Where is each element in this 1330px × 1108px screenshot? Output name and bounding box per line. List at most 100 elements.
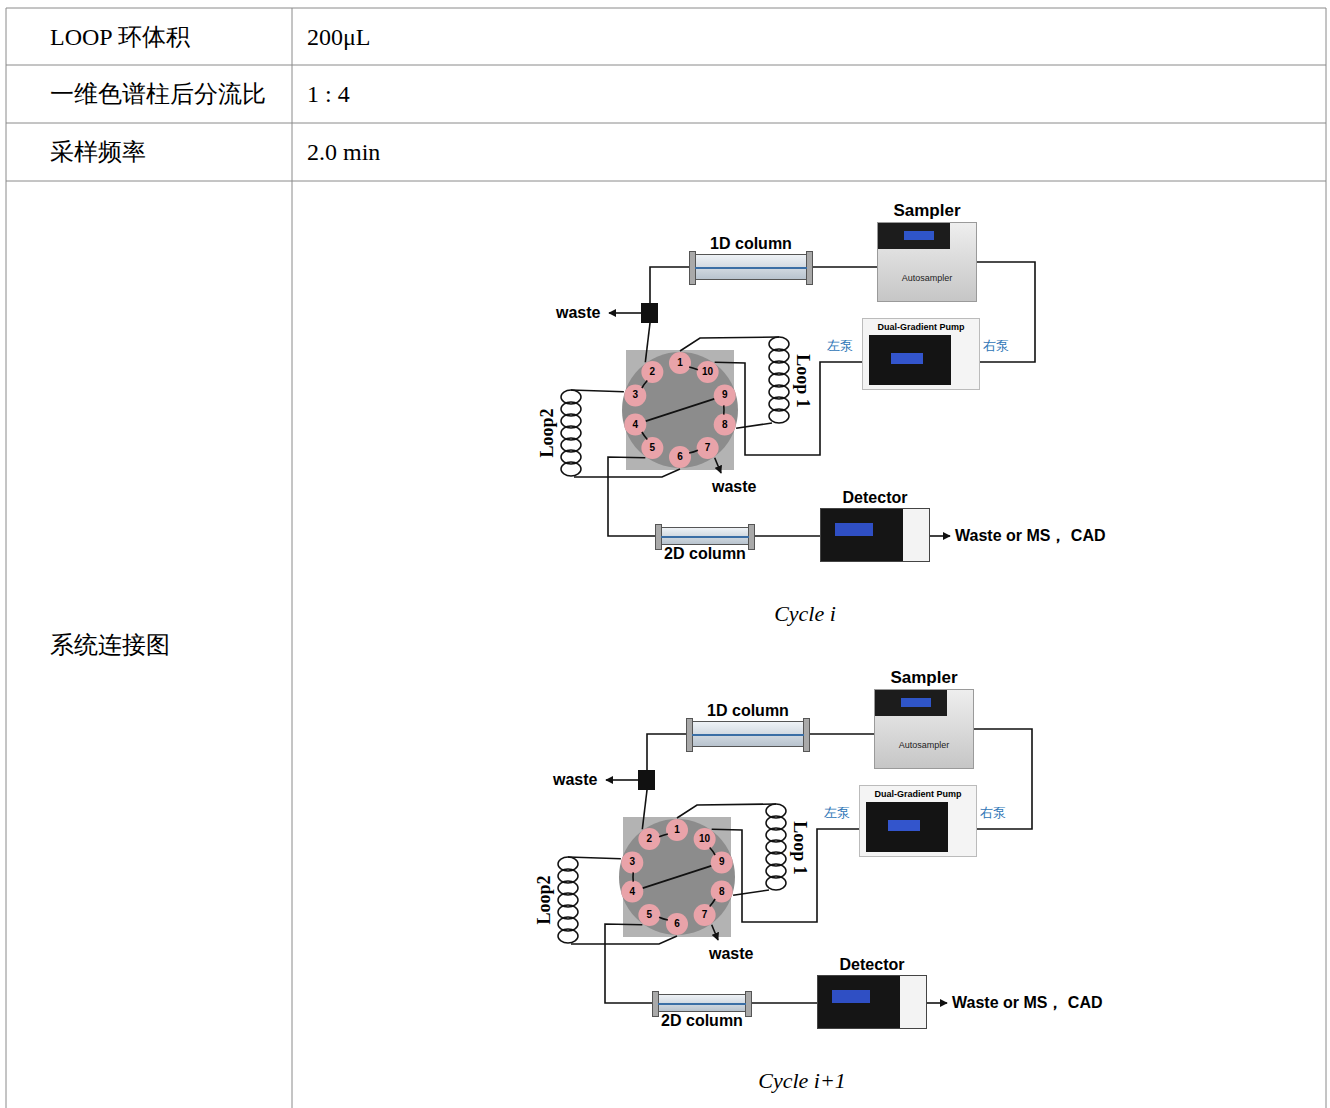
- waste-arrow: [715, 458, 721, 473]
- valve-port: [714, 384, 736, 406]
- tee-connector: [641, 303, 658, 323]
- outlet-arrow: [930, 535, 950, 537]
- valve-port: [666, 913, 688, 935]
- port-number: 1: [677, 358, 683, 368]
- valve-channel: [632, 872, 634, 881]
- waste-label: waste: [709, 945, 753, 963]
- column-cap: [748, 524, 755, 550]
- table-value-cell: 2.0 min: [307, 138, 380, 166]
- table-line: [6, 8, 7, 1108]
- valve-port: [624, 414, 646, 436]
- valve-rotor: [622, 352, 738, 468]
- column-label: 2D column: [661, 1012, 743, 1030]
- valve-port: [714, 414, 736, 436]
- valve-port: [624, 384, 646, 406]
- cycle-caption: Cycle i+1: [758, 1068, 846, 1094]
- column-bed: [661, 536, 749, 538]
- port-number: 3: [633, 390, 639, 400]
- column-cap: [745, 991, 752, 1017]
- loop-label: Loop 1: [793, 354, 813, 408]
- valve-channel: [723, 405, 725, 414]
- tubing-connector: [747, 1002, 817, 1004]
- detector-box: Detector: [820, 508, 930, 562]
- port-number: 10: [702, 367, 713, 377]
- tubing-connector: [808, 266, 877, 268]
- tube: [680, 337, 779, 351]
- column-2d: 2D column: [657, 994, 747, 1012]
- table-header-cell: LOOP 环体积: [50, 23, 190, 51]
- tube: [642, 790, 647, 829]
- valve-port: [638, 828, 660, 850]
- valve-port: [711, 851, 733, 873]
- port-number: 4: [633, 420, 639, 430]
- tubing-connector: [977, 262, 1035, 362]
- tube: [647, 734, 691, 770]
- waste-label: waste: [712, 478, 756, 496]
- tube: [605, 924, 657, 1003]
- port-number: 2: [647, 834, 653, 844]
- waste-label: waste: [556, 304, 600, 322]
- column-1d: 1D column: [694, 254, 808, 280]
- tube: [571, 936, 677, 944]
- device-screen: [891, 353, 923, 364]
- port-number: 3: [630, 857, 636, 867]
- valve-channel: [659, 917, 668, 920]
- tube: [645, 323, 650, 362]
- valve-channel: [689, 367, 698, 370]
- device-label: Autosampler: [899, 740, 950, 750]
- column-label: 1D column: [707, 702, 789, 720]
- table-line: [6, 8, 1326, 9]
- device-screen: [901, 698, 931, 707]
- port-number: 5: [647, 910, 653, 920]
- valve-channel: [642, 432, 647, 439]
- valve-system: [558, 734, 947, 1003]
- column-bed: [658, 1003, 746, 1005]
- valve-port: [666, 819, 688, 841]
- valve-port: [621, 851, 643, 873]
- device-screen: [835, 523, 873, 536]
- column-2d: 2D column: [660, 527, 750, 545]
- tube: [568, 857, 621, 859]
- tee-connector: [638, 770, 655, 790]
- tubing-connector: [805, 733, 874, 735]
- loop-coil: [766, 876, 786, 890]
- bridge-tube: [646, 399, 714, 421]
- device-title: Sampler: [893, 201, 960, 221]
- port-number: 7: [702, 910, 708, 920]
- pump-channel-label: 右泵: [983, 338, 1009, 354]
- valve-port: [711, 881, 733, 903]
- device-title: Detector: [840, 956, 905, 974]
- column-bed: [692, 734, 804, 736]
- device-label: Dual-Gradient Pump: [877, 322, 964, 332]
- pump-channel-label: 右泵: [980, 805, 1006, 821]
- table-line: [6, 65, 1326, 66]
- valve-port: [694, 828, 716, 850]
- tube: [733, 890, 769, 895]
- column-cap: [803, 718, 810, 752]
- loop-label: Loop2: [534, 875, 554, 924]
- tube: [608, 457, 660, 536]
- tubing-connector: [750, 535, 820, 537]
- column-label: 1D column: [710, 235, 792, 253]
- valve-system: [561, 267, 950, 536]
- column-1d: 1D column: [691, 721, 805, 747]
- tube: [650, 267, 694, 303]
- valve-port: [641, 437, 663, 459]
- device-title: Sampler: [890, 668, 957, 688]
- detector-box: Detector: [817, 975, 927, 1029]
- bridge-tube: [643, 866, 711, 888]
- table-line: [292, 8, 293, 1108]
- port-number: 9: [722, 390, 728, 400]
- tube: [712, 829, 859, 922]
- autosampler-box: SamplerAutosampler: [874, 689, 974, 769]
- port-number: 9: [719, 857, 725, 867]
- table-header-cell: 系统连接图: [50, 631, 170, 659]
- port-number: 7: [705, 443, 711, 453]
- waste-arrow: [609, 312, 641, 314]
- device-label: Dual-Gradient Pump: [874, 789, 961, 799]
- port-number: 1: [674, 825, 680, 835]
- pump-channel-label: 左泵: [827, 338, 853, 354]
- port-number: 10: [699, 834, 710, 844]
- loop-coil: [558, 929, 578, 943]
- waste-arrow: [712, 925, 718, 940]
